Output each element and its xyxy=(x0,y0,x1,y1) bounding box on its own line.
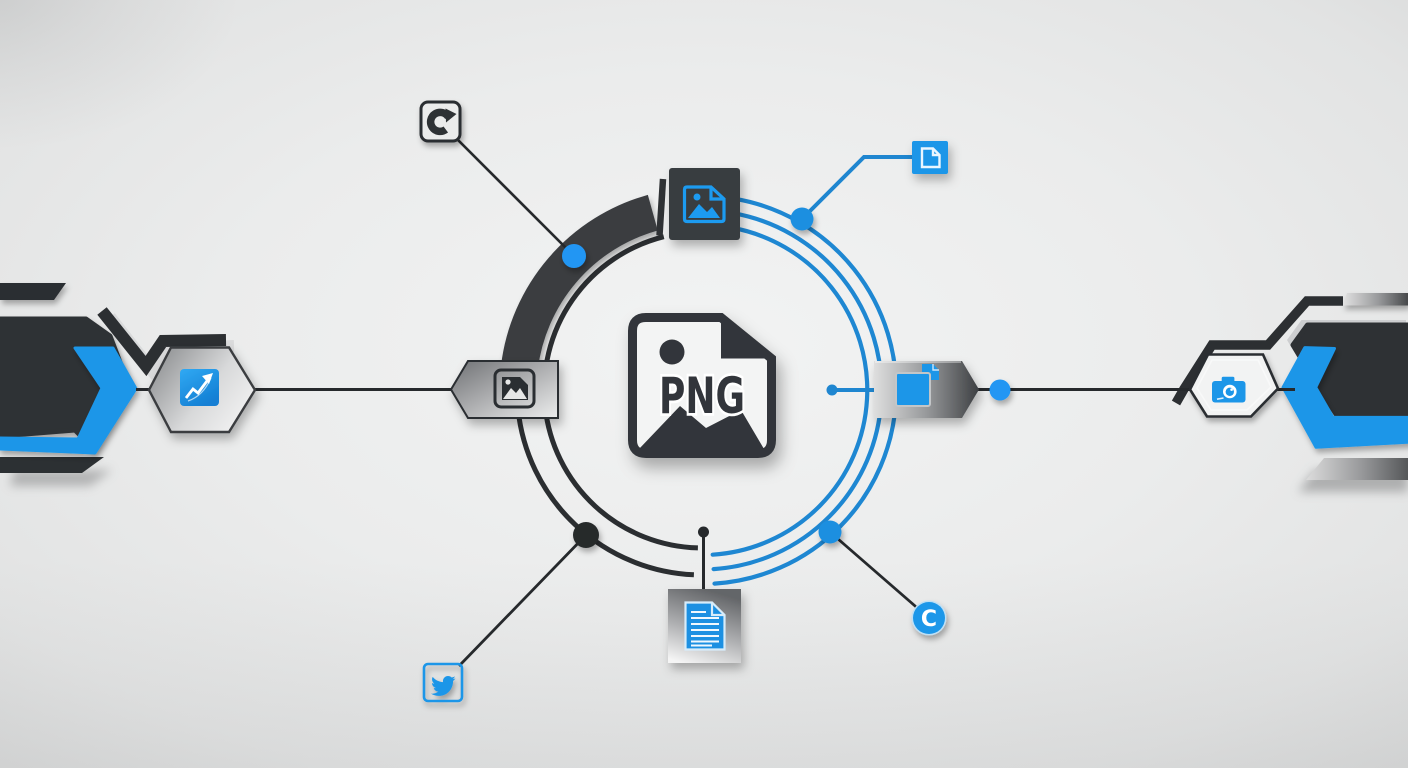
blue-doc-spoke-line xyxy=(800,155,918,221)
camera-hexagon-node xyxy=(1188,353,1280,418)
blue-dot-top-right xyxy=(790,207,814,231)
copyright-icon xyxy=(913,602,945,634)
arc-end-bar xyxy=(656,178,667,236)
copyright-node: C xyxy=(911,600,947,636)
left-zigzag xyxy=(97,307,227,377)
blue-dot-top-left xyxy=(562,244,586,268)
bird-icon xyxy=(431,675,456,696)
blue-dot-banner-left xyxy=(826,384,838,396)
right-decor-cluster xyxy=(1171,293,1408,492)
blue-arc-inner xyxy=(710,225,870,557)
bird-spoke-line xyxy=(457,534,588,667)
dark-dot-bottom-left xyxy=(573,522,599,548)
left-blue-chevron xyxy=(0,346,138,455)
refresh-spoke-line xyxy=(442,124,575,257)
copyright-spoke-line xyxy=(829,530,923,614)
outer-thin-arc xyxy=(515,409,695,578)
copy-file-icon xyxy=(895,364,939,407)
fold-corner xyxy=(721,315,774,359)
text-document-icon xyxy=(684,601,726,651)
blue-dot-bottom-right xyxy=(818,520,842,544)
left-top-bar xyxy=(0,283,66,300)
spoke-lines xyxy=(442,124,923,667)
ring-dots xyxy=(562,207,1011,548)
right-blue-chevron xyxy=(1281,346,1408,449)
bird-node xyxy=(422,662,464,703)
document-icon xyxy=(920,147,941,169)
thick-dark-arc xyxy=(501,194,659,371)
corner-shade-top-left xyxy=(0,0,240,150)
blue-dot-line-right xyxy=(989,379,1011,401)
chart-hexagon-node xyxy=(147,346,257,434)
copyright-letter: C xyxy=(921,607,937,632)
sun-dot xyxy=(659,339,685,365)
dark-dot-bottom xyxy=(698,526,709,538)
right-bottom-bar xyxy=(1306,458,1408,480)
mountains xyxy=(639,406,764,449)
camera-icon xyxy=(1212,376,1246,403)
right-zigzag xyxy=(1171,296,1343,406)
copy-banner-node xyxy=(874,361,979,418)
image-file-icon xyxy=(682,185,726,224)
blue-document-node xyxy=(912,141,948,174)
left-decor-cluster xyxy=(0,283,235,486)
chart-icon xyxy=(180,369,219,406)
png-label: PNG xyxy=(659,367,745,425)
left-bottom-bar xyxy=(0,457,104,473)
text-document-node xyxy=(668,589,741,663)
right-top-bar xyxy=(1342,293,1408,306)
refresh-icon xyxy=(426,108,457,136)
refresh-node xyxy=(419,100,462,143)
left-bottom-bar-shadow xyxy=(10,470,112,486)
image-banner-node xyxy=(449,360,559,419)
png-file-icon: PNG xyxy=(628,313,776,458)
image-square-node xyxy=(669,168,740,240)
image-file-dark-icon xyxy=(493,368,536,409)
